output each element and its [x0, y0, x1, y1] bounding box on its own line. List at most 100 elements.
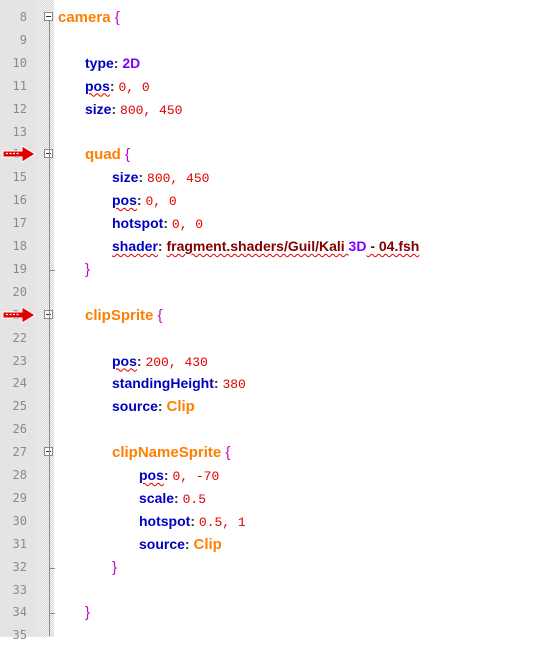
- code-text: clipSprite {: [85, 306, 163, 325]
- line-number: 35: [12, 628, 27, 643]
- line-number: 31: [12, 536, 27, 551]
- code-line[interactable]: 22: [0, 327, 547, 350]
- code-token: 0.5, 1: [198, 514, 246, 530]
- code-token: hotspot: [139, 512, 191, 529]
- code-token: }: [85, 604, 91, 622]
- code-line[interactable]: 20: [0, 281, 547, 304]
- code-token: source: [112, 398, 158, 415]
- code-line[interactable]: 25 source: Clip: [0, 395, 547, 418]
- code-text: pos: 0, 0: [85, 77, 150, 97]
- code-token: :: [174, 489, 183, 506]
- line-number: 9: [19, 32, 27, 47]
- code-text: standingHeight: 380: [112, 374, 246, 394]
- line-number: 26: [12, 422, 27, 437]
- line-number: 8: [19, 10, 27, 24]
- code-token: 0, 0: [145, 194, 177, 210]
- code-token: :: [111, 100, 121, 117]
- code-text: hotspot: 0.5, 1: [139, 512, 246, 532]
- code-text: pos: 0, 0: [112, 191, 177, 211]
- fold-minus-icon[interactable]: [44, 309, 53, 319]
- code-token: :: [157, 238, 167, 254]
- fold-minus-icon[interactable]: [44, 12, 53, 21]
- code-token: pos: [139, 467, 164, 483]
- code-token: scale: [139, 489, 175, 506]
- code-token: 0, 0: [171, 217, 204, 233]
- code-line[interactable]: 17 hotspot: 0, 0: [0, 212, 547, 235]
- line-number: 25: [12, 399, 27, 414]
- code-line[interactable]: 34}: [0, 601, 547, 624]
- code-token: 0, -70: [172, 469, 220, 484]
- code-text: hotspot: 0, 0: [112, 214, 203, 234]
- code-text: }: [112, 558, 117, 577]
- code-line[interactable]: 9: [0, 29, 547, 52]
- code-token: :: [136, 192, 146, 209]
- code-line[interactable]: 31 source: Clip: [0, 533, 547, 556]
- code-token: pos: [112, 192, 137, 209]
- code-text: source: Clip: [139, 535, 222, 554]
- fold-end-marker: [49, 567, 55, 569]
- code-line[interactable]: 13: [0, 121, 547, 144]
- line-number: 13: [12, 124, 27, 139]
- code-line[interactable]: 33: [0, 579, 547, 602]
- code-token: :: [138, 169, 148, 186]
- fold-end-marker: [49, 269, 55, 271]
- code-token: - 04.fsh: [366, 238, 420, 254]
- code-text: type: 2D: [85, 54, 140, 73]
- red-arrow-marker-icon: [2, 145, 36, 164]
- code-token: {: [153, 306, 163, 324]
- fold-minus-icon[interactable]: [44, 447, 53, 457]
- code-token: pos: [85, 77, 110, 94]
- line-number-gutter: [0, 0, 36, 637]
- red-arrow-marker-icon: [2, 305, 36, 324]
- code-token: :: [213, 375, 223, 392]
- line-number: 22: [12, 330, 27, 345]
- fold-minus-icon[interactable]: [44, 149, 53, 159]
- code-token: :: [184, 535, 194, 552]
- line-number: 18: [12, 239, 27, 253]
- code-token: {: [110, 9, 120, 26]
- line-number: 28: [12, 468, 27, 482]
- line-number: 33: [12, 582, 27, 597]
- code-token: quad: [85, 146, 121, 164]
- code-token: 800, 450: [120, 102, 183, 118]
- code-token: :: [163, 215, 172, 232]
- code-line[interactable]: 21clipSprite {: [0, 304, 547, 327]
- code-token: :: [136, 352, 146, 369]
- line-number: 20: [12, 284, 27, 299]
- code-token: 2D: [122, 54, 141, 71]
- line-number: 32: [12, 559, 27, 574]
- code-token: :: [157, 398, 167, 415]
- code-line[interactable]: 19}: [0, 258, 547, 281]
- code-token: 0, 0: [118, 79, 150, 95]
- code-text: size: 800, 450: [112, 168, 209, 188]
- code-line[interactable]: 35: [0, 624, 547, 647]
- code-token: standingHeight: [112, 375, 214, 392]
- code-text: source: Clip: [112, 397, 195, 416]
- code-line[interactable]: 14quad {: [0, 143, 547, 166]
- line-number: 16: [12, 193, 27, 208]
- code-token: clipSprite: [85, 306, 154, 324]
- code-text: size: 800, 450: [85, 100, 182, 120]
- code-token: {: [120, 146, 131, 164]
- code-line[interactable]: 32}: [0, 556, 547, 579]
- code-line[interactable]: 26: [0, 418, 547, 441]
- code-token: clipNameSprite: [112, 444, 222, 462]
- code-token: type: [85, 54, 114, 71]
- code-token: size: [85, 100, 112, 117]
- line-number: 17: [12, 216, 27, 231]
- code-line[interactable]: 16 pos: 0, 0: [0, 189, 547, 212]
- code-token: {: [221, 444, 231, 462]
